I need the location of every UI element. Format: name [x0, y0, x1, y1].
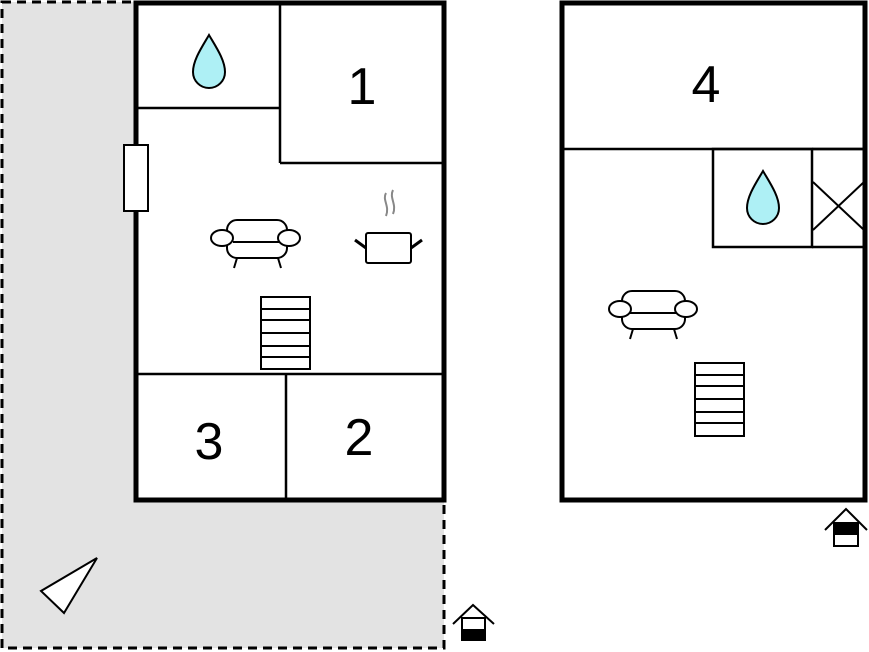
- cooking-pot-icon: [354, 189, 423, 264]
- room-label-4: 4: [692, 56, 721, 114]
- water-drop-icon: [191, 33, 227, 89]
- upper-floor-plan: 4: [559, 0, 868, 503]
- house-upper-floor-icon: [824, 507, 868, 547]
- sofa-icon: [608, 290, 698, 340]
- house-ground-floor-icon: [452, 603, 495, 641]
- void-cross-icon: [812, 181, 865, 231]
- terrace-area: [0, 0, 446, 650]
- room-label-3: 3: [195, 413, 224, 471]
- room-label-2: 2: [345, 409, 374, 467]
- door-icon: [123, 144, 149, 212]
- sofa-icon: [210, 219, 301, 269]
- water-drop-icon: [745, 169, 781, 225]
- compass-arrow-icon: [39, 557, 98, 615]
- room-label-1: 1: [348, 58, 377, 116]
- stairs-icon: [260, 296, 311, 370]
- ground-floor-plan: 1 2 3: [123, 0, 447, 503]
- stairs-icon: [694, 362, 745, 437]
